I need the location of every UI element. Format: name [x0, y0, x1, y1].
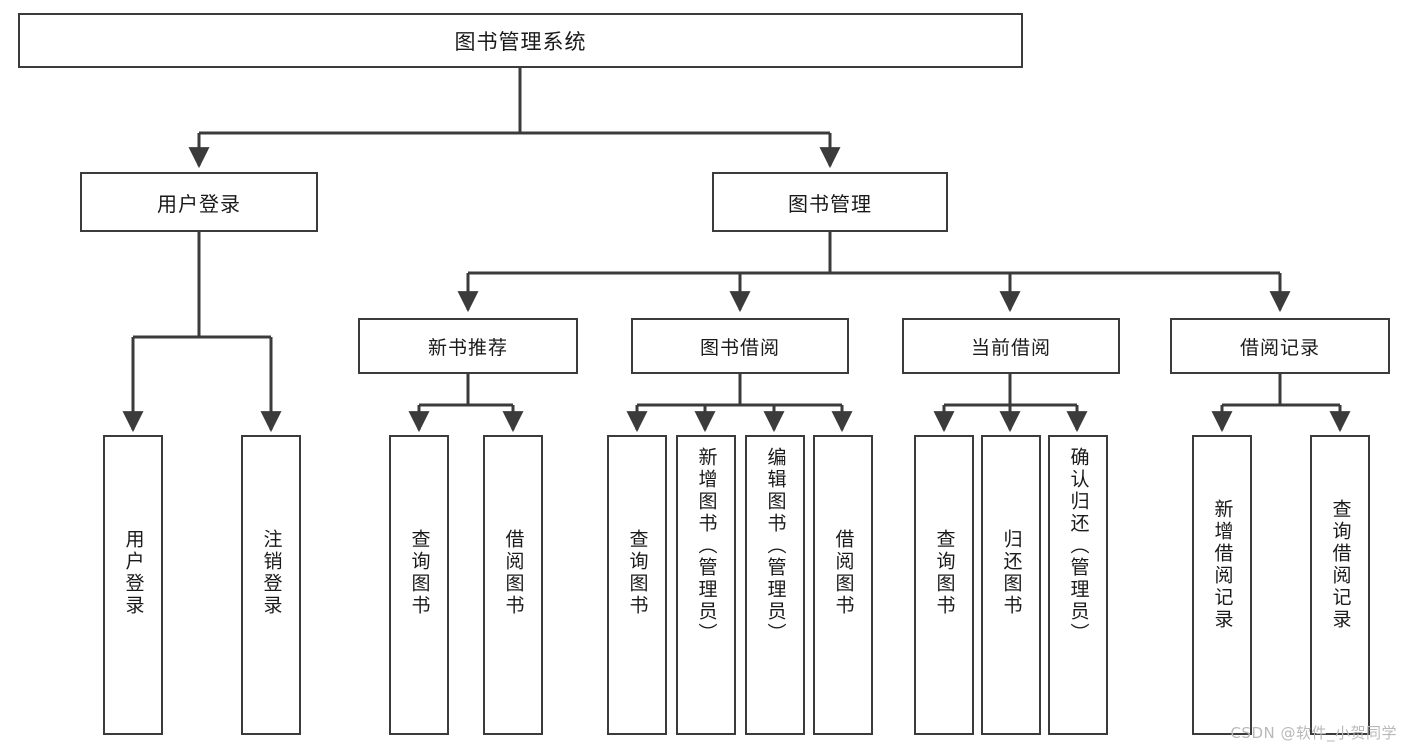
leaf-query-book-current[interactable]: 查询图书 — [914, 435, 974, 735]
leaf-confirm-return-admin[interactable]: 确认归还（管理员） — [1048, 435, 1108, 735]
node-label: 注销登录 — [260, 529, 283, 617]
leaf-query-book-recommend[interactable]: 查询图书 — [389, 435, 449, 735]
leaf-borrow-book-recommend[interactable]: 借阅图书 — [483, 435, 543, 735]
node-borrow-record[interactable]: 借阅记录 — [1170, 318, 1390, 374]
node-label: 图书管理 — [788, 191, 872, 216]
leaf-add-borrow-record[interactable]: 新增借阅记录 — [1192, 435, 1252, 735]
node-label: 查询图书 — [408, 529, 431, 617]
node-label: 确认归还（管理员） — [1067, 447, 1090, 645]
leaf-borrow-book[interactable]: 借阅图书 — [813, 435, 873, 735]
node-label: 用户登录 — [122, 529, 145, 617]
node-label: 图书借阅 — [699, 336, 780, 359]
node-label: 当前借阅 — [970, 336, 1051, 359]
watermark: CSDN @软件_小贺同学 — [1230, 724, 1397, 742]
node-root-book-management-system[interactable]: 图书管理系统 — [18, 13, 1023, 68]
node-label: 查询图书 — [626, 529, 649, 617]
node-label: 图书管理系统 — [454, 29, 587, 54]
node-label: 编辑图书（管理员） — [764, 447, 787, 645]
node-label: 新增图书（管理员） — [695, 447, 718, 645]
leaf-return-book[interactable]: 归还图书 — [981, 435, 1041, 735]
node-book-borrow[interactable]: 图书借阅 — [631, 318, 849, 374]
leaf-add-book-admin[interactable]: 新增图书（管理员） — [676, 435, 736, 735]
node-label: 用户登录 — [157, 191, 241, 216]
node-label: 借阅记录 — [1239, 336, 1320, 359]
node-label: 借阅图书 — [832, 529, 855, 617]
node-label: 新增借阅记录 — [1211, 499, 1234, 631]
node-label: 查询图书 — [933, 529, 956, 617]
node-user-login[interactable]: 用户登录 — [80, 172, 318, 232]
leaf-query-borrow-record[interactable]: 查询借阅记录 — [1310, 435, 1370, 735]
node-label: 查询借阅记录 — [1329, 499, 1352, 631]
node-label: 新书推荐 — [427, 336, 508, 359]
node-new-book-recommend[interactable]: 新书推荐 — [358, 318, 578, 374]
leaf-user-login[interactable]: 用户登录 — [103, 435, 163, 735]
node-label: 归还图书 — [1000, 529, 1023, 617]
leaf-edit-book-admin[interactable]: 编辑图书（管理员） — [745, 435, 805, 735]
node-book-management[interactable]: 图书管理 — [712, 172, 948, 232]
leaf-logout[interactable]: 注销登录 — [241, 435, 301, 735]
node-current-borrow[interactable]: 当前借阅 — [902, 318, 1120, 374]
node-label: 借阅图书 — [502, 529, 525, 617]
leaf-query-book-borrow[interactable]: 查询图书 — [607, 435, 667, 735]
